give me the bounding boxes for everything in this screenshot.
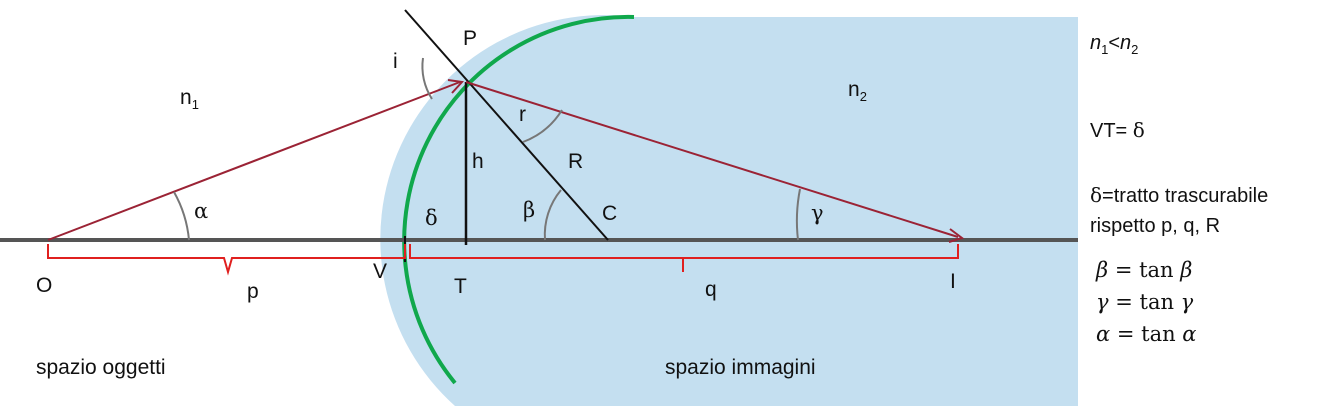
vt-equals-delta: VT= δ bbox=[1090, 118, 1145, 142]
formula-gamma: γ = tan γ bbox=[1096, 290, 1194, 314]
delta-definition: δ=tratto trascurabile rispetto p, q, R bbox=[1090, 183, 1269, 237]
label-delta: δ bbox=[425, 206, 438, 230]
brace-p bbox=[47, 244, 406, 276]
label-q: q bbox=[705, 278, 717, 301]
label-r: r bbox=[519, 103, 526, 126]
label-T: T bbox=[454, 275, 467, 298]
label-i: i bbox=[393, 50, 398, 73]
label-image-space: spazio immagini bbox=[665, 356, 816, 379]
refracted-ray-arrowhead bbox=[948, 228, 965, 243]
refracted-ray bbox=[465, 81, 959, 238]
label-R: R bbox=[568, 150, 583, 173]
angle-arc-i bbox=[421, 57, 433, 100]
condition-n1-lt-n2: n1<n2 bbox=[1090, 32, 1139, 57]
label-gamma: γ bbox=[811, 201, 824, 225]
label-C: C bbox=[602, 202, 617, 225]
medium-n2-region bbox=[380, 15, 1078, 406]
angle-arc-r bbox=[522, 109, 563, 143]
label-beta: β bbox=[523, 198, 535, 222]
label-O: O bbox=[36, 274, 52, 297]
label-P: P bbox=[463, 27, 477, 50]
label-p: p bbox=[247, 280, 259, 303]
incident-ray bbox=[47, 81, 461, 241]
formula-alpha: α = tan α bbox=[1096, 322, 1197, 346]
formula-beta: β = tan β bbox=[1096, 258, 1193, 282]
normal-line bbox=[404, 9, 609, 241]
label-object-space: spazio oggetti bbox=[36, 356, 166, 379]
label-alpha: α bbox=[194, 199, 208, 223]
angle-arc-alpha bbox=[173, 191, 190, 241]
label-V: V bbox=[373, 260, 387, 283]
angle-arc-gamma bbox=[795, 188, 801, 241]
spherical-surface bbox=[402, 14, 635, 385]
label-n1: n1 bbox=[180, 86, 199, 112]
label-n2: n2 bbox=[848, 78, 867, 104]
label-h: h bbox=[472, 150, 484, 173]
incident-ray-arrowhead bbox=[447, 79, 465, 94]
angle-arc-beta bbox=[543, 189, 562, 241]
brace-q bbox=[409, 244, 959, 272]
label-I: I bbox=[950, 270, 956, 293]
